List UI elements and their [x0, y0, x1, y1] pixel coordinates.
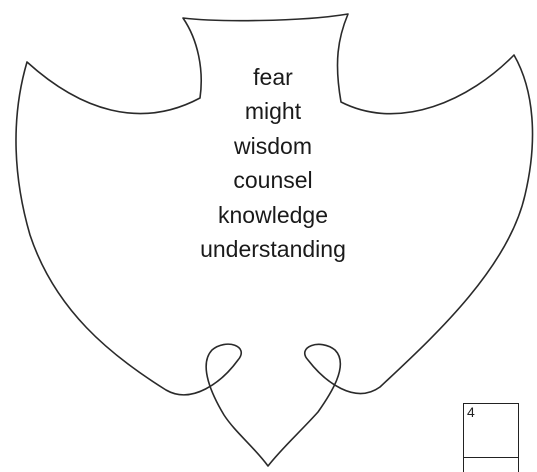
page-box-divider [464, 457, 518, 458]
word-knowledge: knowledge [168, 198, 378, 232]
word-might: might [168, 94, 378, 128]
word-counsel: counsel [168, 163, 378, 197]
page-number-box: 4 [463, 403, 519, 472]
page-number: 4 [467, 404, 475, 420]
word-wisdom: wisdom [168, 129, 378, 163]
word-fear: fear [168, 60, 378, 94]
gifts-word-list: fear might wisdom counsel knowledge unde… [168, 60, 378, 266]
word-understanding: understanding [168, 232, 378, 266]
